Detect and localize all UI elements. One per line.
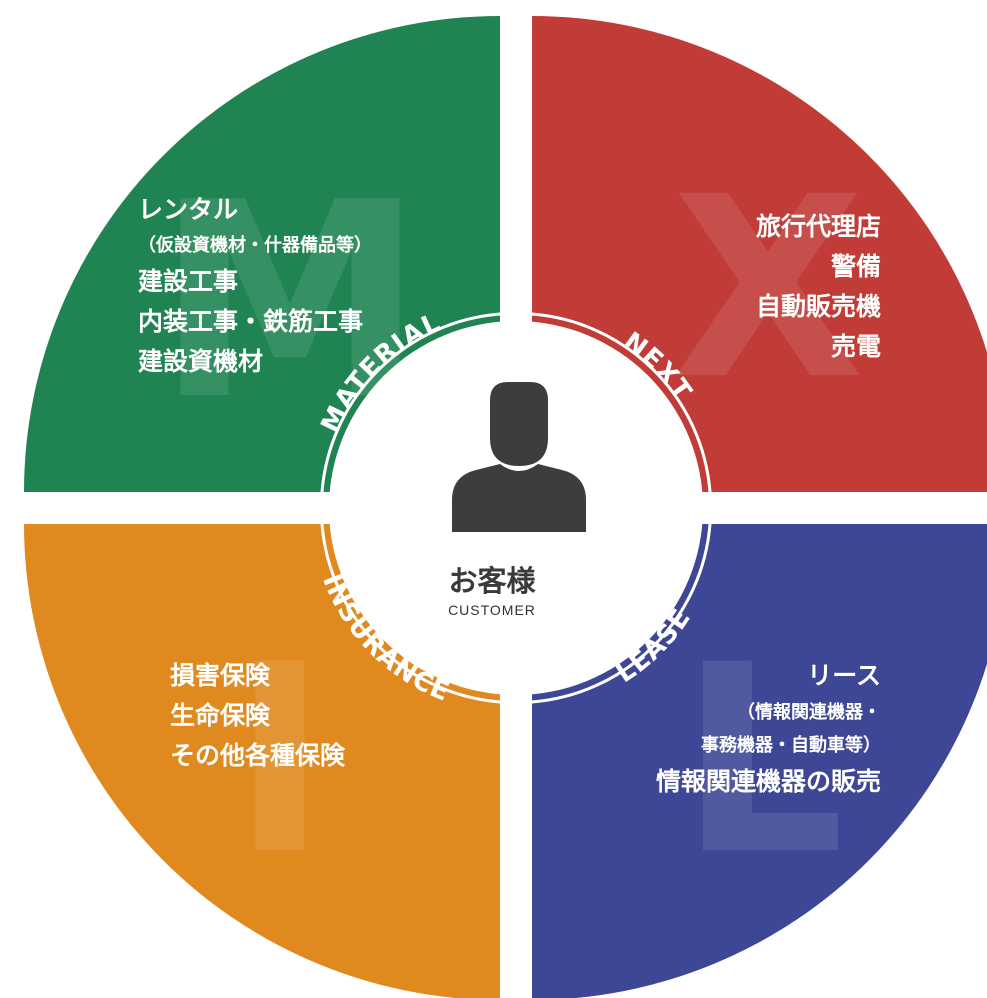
next-line-security: 警備 [830, 252, 881, 281]
customer-label: お客様 [448, 564, 536, 598]
next-services: 旅行代理店 警備 自動販売機 売電 [756, 207, 881, 367]
material-line-interior: 内装工事・鉄筋工事 [138, 307, 364, 336]
insurance-line-damage: 損害保険 [170, 661, 271, 690]
material-line-rental-note: （仮設資機材・什器備品等） [138, 235, 372, 256]
insurance-line-other: その他各種保険 [170, 741, 346, 770]
next-watermark: X [672, 143, 865, 434]
lease-line-lease: リース [807, 661, 881, 690]
insurance-quadrant [24, 524, 500, 998]
next-quadrant [532, 16, 987, 492]
lease-watermark: L [679, 610, 845, 912]
material-quadrant [24, 16, 500, 492]
insurance-line-life: 生命保険 [170, 701, 271, 730]
next-line-vending: 自動販売機 [755, 292, 881, 321]
next-line-travel: 旅行代理店 [755, 212, 881, 241]
material-services: レンタル （仮設資機材・什器備品等） 建設工事 内装工事・鉄筋工事 建設資機材 [138, 190, 372, 382]
person-icon [452, 382, 586, 532]
lease-services: リース （情報関連機器・ 事務機器・自動車等） 情報関連機器の販売 [656, 656, 881, 802]
lease-line-note-2: 事務機器・自動車等） [701, 735, 881, 756]
next-line-power: 売電 [830, 332, 881, 361]
material-line-construction: 建設工事 [138, 267, 239, 296]
lease-line-note-1: （情報関連機器・ [737, 702, 881, 723]
insurance-services: 損害保険 生命保険 その他各種保険 [170, 656, 345, 776]
material-line-rental: レンタル [138, 195, 239, 224]
customer-sublabel: CUSTOMER [448, 602, 536, 618]
insurance-watermark: I [232, 610, 329, 912]
ring-arcs [320, 312, 712, 704]
material-line-materials: 建設資機材 [138, 347, 264, 376]
lease-line-sales: 情報関連機器の販売 [655, 767, 881, 796]
